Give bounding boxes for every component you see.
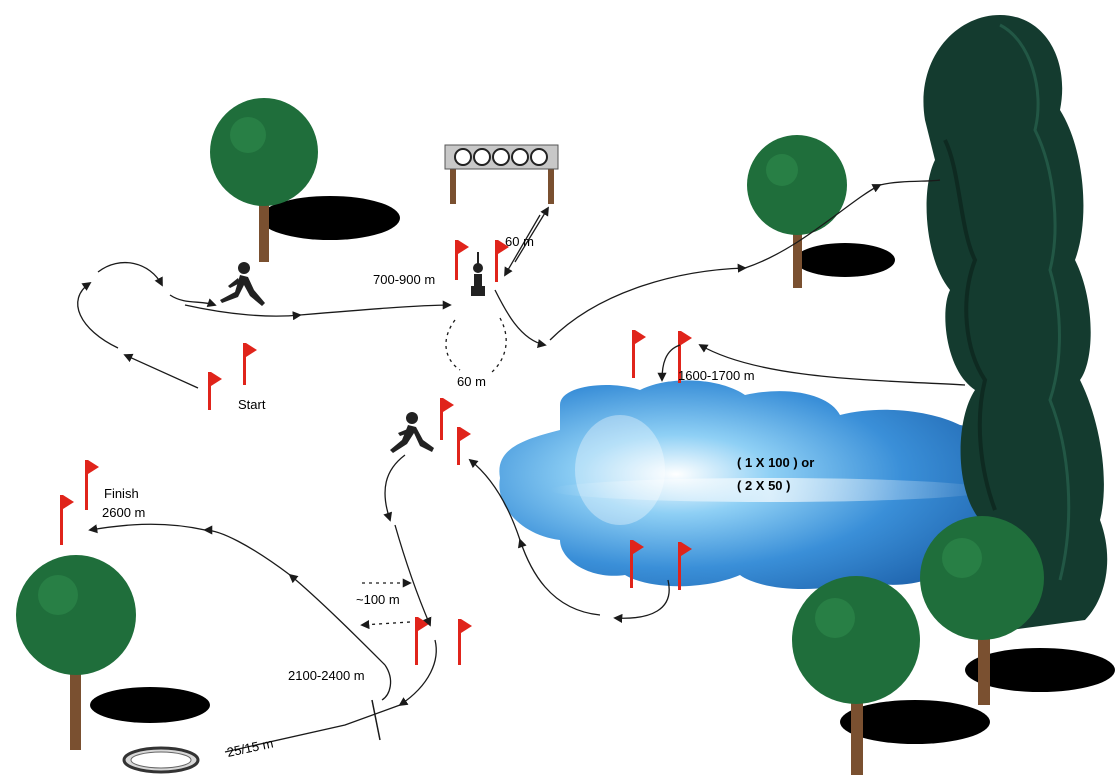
throwing-ring-icon: [122, 746, 200, 774]
penalty-loop-label: 60 m: [457, 374, 486, 389]
obstacle-distance-label: ~100 m: [356, 592, 400, 607]
tree-icon: [210, 98, 400, 262]
run-distance-label: 2100-2400 m: [288, 668, 365, 683]
red-flag-icon: [630, 540, 644, 588]
red-flag-icon: [243, 343, 257, 385]
shooter-icon: [471, 252, 485, 296]
course-path: [77, 179, 966, 753]
conifer-tree-icon: [923, 15, 1108, 630]
tree-icon: [16, 555, 210, 750]
red-flag-icon: [495, 240, 509, 282]
swim-option-1-label: ( 1 X 100 ) or: [737, 455, 814, 470]
red-flag-icon: [678, 542, 692, 590]
red-flag-icon: [457, 427, 471, 465]
swim-option-2-label: ( 2 X 50 ): [737, 478, 790, 493]
red-flag-icon: [415, 617, 429, 665]
tree-icon: [747, 135, 895, 288]
red-flag-icon: [440, 398, 454, 440]
red-flag-icon: [678, 331, 692, 383]
finish-distance-label: 2600 m: [102, 505, 145, 520]
tree-icon: [920, 516, 1115, 705]
tree-icon: [792, 576, 990, 775]
red-flag-icon: [455, 240, 469, 280]
throw-distance-label: 25/15 m: [226, 735, 275, 759]
finish-label: Finish: [104, 486, 139, 501]
shooting-distance-label: 700-900 m: [373, 272, 435, 287]
runner-icon: [220, 262, 265, 306]
red-flag-icon: [60, 495, 74, 545]
red-flag-icon: [632, 330, 646, 378]
start-label: Start: [238, 397, 266, 412]
swimming-pond: [499, 380, 1004, 590]
shooting-target-icon: [444, 144, 559, 204]
swim-distance-label: 1600-1700 m: [678, 368, 755, 383]
red-flag-icon: [208, 372, 222, 410]
range-distance-label: 60 m: [505, 234, 534, 249]
red-flag-icon: [85, 460, 99, 510]
runner-icon: [390, 412, 434, 453]
red-flag-icon: [458, 619, 472, 665]
